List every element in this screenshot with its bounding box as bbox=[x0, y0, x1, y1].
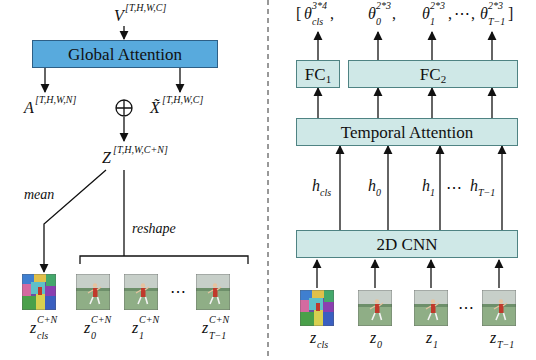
script-text: cls bbox=[320, 188, 331, 198]
script-text: cls bbox=[317, 340, 328, 350]
script-text: 2*3 bbox=[430, 1, 445, 11]
script-text: T−1 bbox=[488, 17, 505, 27]
subscript-text: 2 bbox=[441, 74, 447, 85]
math-label: Z bbox=[102, 150, 111, 166]
script-text: C+N bbox=[91, 315, 111, 325]
math-label: ⋯ bbox=[454, 6, 470, 22]
math-label: , bbox=[448, 6, 452, 22]
math-label: mean bbox=[24, 188, 54, 202]
math-label: A bbox=[24, 100, 34, 116]
script-text: 1 bbox=[139, 331, 144, 341]
flow-arrow bbox=[377, 88, 378, 118]
math-label: reshape bbox=[132, 222, 176, 236]
script-text: C+N bbox=[139, 315, 159, 325]
plus-symbol bbox=[116, 100, 132, 116]
math-label: ⋯ bbox=[170, 284, 186, 300]
math-label: h bbox=[368, 178, 376, 194]
script-text: 1 bbox=[430, 17, 435, 27]
script-text: C+N bbox=[209, 315, 229, 325]
box-label: FC bbox=[420, 66, 441, 83]
flow-arrow bbox=[387, 146, 388, 230]
script-text: cls bbox=[312, 17, 323, 27]
script-text: 0 bbox=[376, 188, 381, 198]
script-text: 2*3 bbox=[376, 1, 391, 11]
flow-arrow bbox=[317, 88, 318, 118]
script-text: 3*4 bbox=[312, 1, 327, 11]
math-label: , bbox=[471, 6, 475, 22]
math-label: h bbox=[470, 178, 478, 194]
math-label: h bbox=[422, 178, 430, 194]
math-label: ⋯ bbox=[446, 180, 462, 196]
script-text: 1 bbox=[430, 188, 435, 198]
math-label: z bbox=[490, 330, 496, 346]
math-label: θ bbox=[304, 6, 312, 22]
script-text: 0 bbox=[376, 17, 381, 27]
math-label: z bbox=[370, 330, 376, 346]
process-box: FC2 bbox=[348, 60, 518, 88]
math-label: z bbox=[426, 330, 432, 346]
script-text: 1 bbox=[433, 340, 438, 350]
math-label: z bbox=[30, 320, 36, 336]
divider-line bbox=[268, 0, 269, 360]
process-box: Global Attention bbox=[32, 40, 218, 68]
script-text: 0 bbox=[91, 331, 96, 341]
script-text: 2*3 bbox=[488, 1, 503, 11]
math-label: θ bbox=[480, 6, 488, 22]
math-label: θ bbox=[368, 6, 376, 22]
process-box: 2D CNN bbox=[296, 230, 518, 258]
math-label: z bbox=[202, 320, 208, 336]
script-text: [T,H,W,N] bbox=[35, 95, 76, 105]
math-label: ] bbox=[508, 6, 513, 22]
script-text: T−1 bbox=[497, 340, 514, 350]
math-label: [ bbox=[296, 6, 301, 22]
script-text: T−1 bbox=[209, 331, 226, 341]
math-label: ⋯ bbox=[458, 300, 474, 316]
flow-arrow bbox=[431, 88, 432, 118]
math-label: z bbox=[84, 320, 90, 336]
math-label: V bbox=[114, 8, 124, 24]
script-text: T−1 bbox=[478, 188, 495, 198]
script-text: [T,H,W,C] bbox=[125, 3, 166, 13]
script-text: [T,H,W,C] bbox=[162, 95, 203, 105]
box-label: 2D CNN bbox=[377, 236, 438, 253]
math-label: , bbox=[330, 6, 334, 22]
script-text: C+N bbox=[37, 315, 57, 325]
math-label: , bbox=[392, 6, 396, 22]
process-box: FC1 bbox=[296, 60, 340, 88]
box-label: FC bbox=[305, 66, 326, 83]
box-label: Temporal Attention bbox=[341, 124, 473, 141]
math-label: z bbox=[310, 330, 316, 346]
flow-arrow bbox=[501, 146, 502, 230]
flow-arrow bbox=[339, 146, 340, 230]
math-label: θ bbox=[422, 6, 430, 22]
flow-arrow bbox=[439, 146, 440, 230]
math-label: X̃ bbox=[150, 100, 160, 116]
script-text: cls bbox=[37, 331, 48, 341]
math-label: z bbox=[132, 320, 138, 336]
subscript-text: 1 bbox=[326, 74, 332, 85]
math-label: h bbox=[312, 178, 320, 194]
script-text: 0 bbox=[377, 340, 382, 350]
process-box: Temporal Attention bbox=[296, 118, 518, 146]
frame-thumbnails bbox=[22, 274, 516, 326]
box-label: Global Attention bbox=[68, 46, 182, 63]
flow-arrow bbox=[491, 88, 492, 118]
script-text: [T,H,W,C+N] bbox=[113, 145, 168, 155]
